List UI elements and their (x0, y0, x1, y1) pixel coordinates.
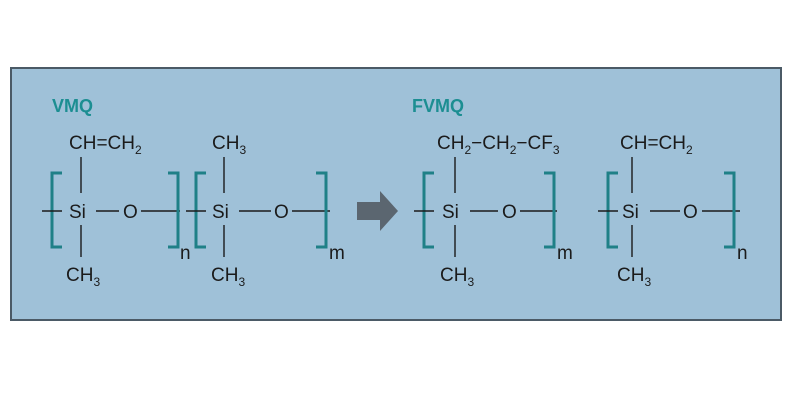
diagram-panel: VMQ FVMQ CH=CH2 Si O CH3 n CH3 Si O CH3 … (10, 67, 782, 321)
vinyl-group: CH=CH2 (69, 133, 142, 157)
left-bracket (50, 171, 62, 249)
silicon-atom: Si (69, 202, 86, 223)
repeat-index-m: m (329, 243, 345, 264)
oxygen-atom: O (274, 202, 289, 223)
repeat-index-n: n (180, 243, 191, 264)
right-bracket (168, 171, 180, 249)
fvmq-unit-2: CH=CH2 Si O CH3 n (598, 133, 748, 289)
vmq-label: VMQ (52, 96, 93, 116)
right-arrow-icon (357, 191, 398, 231)
methyl-group: CH3 (211, 265, 245, 289)
oxygen-atom: O (683, 202, 698, 223)
vmq-unit-2: CH3 Si O CH3 m (186, 133, 345, 289)
methyl-group: CH3 (66, 265, 100, 289)
fvmq-unit-1: CH2−CH2−CF3 Si O CH3 m (414, 133, 573, 289)
methyl-group: CH3 (440, 265, 474, 289)
panel-background (12, 69, 780, 319)
oxygen-atom: O (502, 202, 517, 223)
vinyl-group: CH=CH2 (620, 133, 693, 157)
repeat-index-m: m (557, 243, 573, 264)
trifluoropropyl-group: CH2−CH2−CF3 (437, 133, 560, 157)
silicone-structure-diagram: VMQ FVMQ CH=CH2 Si O CH3 n CH3 Si O CH3 … (12, 69, 780, 319)
oxygen-atom: O (123, 202, 138, 223)
silicon-atom: Si (212, 202, 229, 223)
silicon-atom: Si (442, 202, 459, 223)
left-bracket (606, 171, 618, 249)
methyl-group: CH3 (212, 133, 246, 157)
right-bracket (544, 171, 556, 249)
left-bracket (422, 171, 434, 249)
repeat-index-n: n (737, 243, 748, 264)
silicon-atom: Si (622, 202, 639, 223)
fvmq-label: FVMQ (412, 96, 464, 116)
right-bracket (316, 171, 328, 249)
methyl-group: CH3 (617, 265, 651, 289)
left-bracket (194, 171, 206, 249)
vmq-unit-1: CH=CH2 Si O CH3 n (42, 133, 191, 289)
right-bracket (724, 171, 736, 249)
